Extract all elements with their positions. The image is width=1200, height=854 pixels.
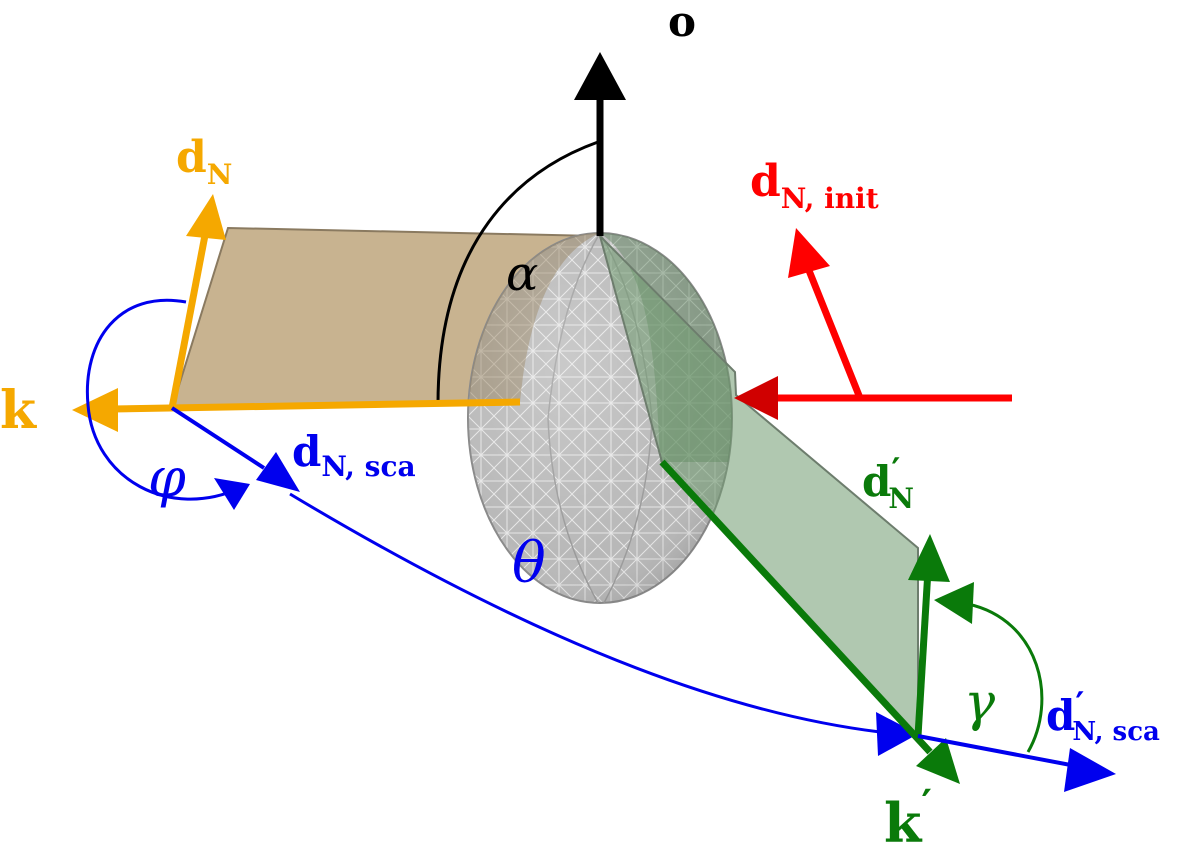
label-theta: θ [512,531,546,596]
k-prime-vector [659,459,960,784]
label-k-prime: k′ [884,781,932,854]
dN-init-vector [734,228,1012,420]
label-k: k [0,380,37,441]
label-o: o [668,0,696,46]
label-phi: φ [148,446,186,509]
label-alpha: α [506,246,538,302]
theta-arc [289,492,918,756]
label-gamma: γ [964,673,996,733]
label-dN: dN [176,132,232,191]
phi-arc [85,298,250,510]
label-dN-sca: dN, sca [292,427,416,483]
dN-sca-prime-vector [917,734,1116,792]
dN-sca-vector [170,406,300,492]
k-vector [72,388,521,432]
alpha-arc [436,140,599,405]
dN-prime-vector [908,534,950,737]
label-dN-sca-prime: d′N, sca [1046,685,1160,747]
gamma-arc [934,582,1044,753]
dN-vector [168,194,226,409]
label-dN-prime: d′N [862,451,914,515]
label-dN-init: dN, init [750,156,879,215]
o-vector [574,52,626,236]
